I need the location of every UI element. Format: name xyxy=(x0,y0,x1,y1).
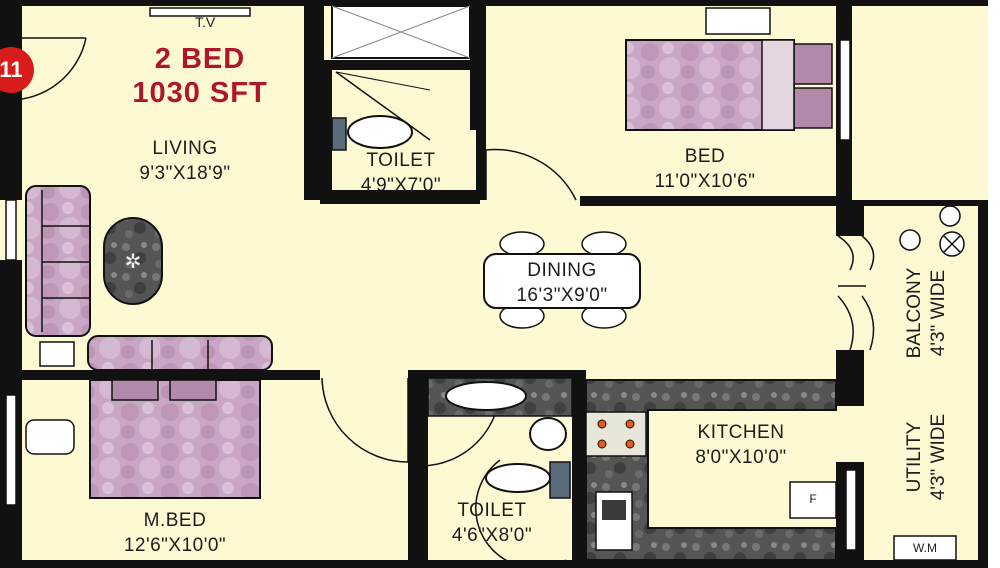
fridge xyxy=(789,481,837,519)
bed-chair xyxy=(705,7,771,35)
room-master-bed-name: M.BED xyxy=(143,510,207,531)
room-kitchen-name: KITCHEN xyxy=(697,422,785,443)
room-kitchen-size: 8'0"X10'0" xyxy=(695,447,787,468)
room-living: LIVING 9'3"X18'9" xyxy=(110,136,260,186)
room-balcony-name: BALCONY xyxy=(904,267,925,359)
fridge-label: F xyxy=(809,492,817,506)
room-dining-size: 16'3"X9'0" xyxy=(516,285,608,306)
side-table xyxy=(39,341,75,367)
room-balcony: BALCONY 4'3" WIDE xyxy=(903,243,953,383)
room-kitchen: KITCHEN 8'0"X10'0" xyxy=(666,420,816,470)
plan-title-area: 1030 SFT xyxy=(132,77,268,109)
room-toilet-bottom-size: 4'6"X8'0" xyxy=(451,525,533,546)
plan-title-beds: 2 BED xyxy=(154,43,246,75)
dining-table xyxy=(483,253,641,309)
room-utility-size: 4'3" WIDE xyxy=(928,413,949,501)
room-living-size: 9'3"X18'9" xyxy=(139,163,231,184)
room-toilet-bottom-name: TOILET xyxy=(457,500,527,521)
sofa-bottom xyxy=(87,335,273,371)
unit-number-badge: 11 xyxy=(0,47,34,93)
room-bed: BED 11'0"X10'6" xyxy=(620,144,790,194)
bathtub xyxy=(445,381,527,411)
toilet-tank xyxy=(331,117,347,151)
room-toilet-top-size: 4'9"X7'0" xyxy=(360,175,442,196)
room-bed-size: 11'0"X10'6" xyxy=(654,171,756,192)
room-toilet-bottom: TOILET 4'6"X8'0" xyxy=(430,498,554,548)
room-dining: DINING 16'3"X9'0" xyxy=(482,258,642,308)
coffee-table xyxy=(103,217,163,305)
sofa-left xyxy=(25,185,91,337)
room-toilet-top-name: TOILET xyxy=(366,150,436,171)
room-toilet-top: TOILET 4'9"X7'0" xyxy=(340,148,462,198)
balcony-folding-door xyxy=(837,235,875,351)
master-bed-chair xyxy=(25,419,75,455)
wash-basin xyxy=(529,417,567,451)
tv-label: T.V xyxy=(195,14,216,30)
tv-unit xyxy=(149,7,251,17)
svg-text:✲: ✲ xyxy=(125,249,142,273)
room-utility: UTILITY 4'3" WIDE xyxy=(903,395,953,519)
room-living-name: LIVING xyxy=(152,138,218,159)
plan-title: 2 BED 1030 SFT xyxy=(90,42,310,110)
room-bed-name: BED xyxy=(684,146,726,167)
stove xyxy=(585,411,647,457)
toilet-tank-bottom xyxy=(549,461,571,499)
room-master-bed-size: 12'6"X10'0" xyxy=(123,535,227,556)
room-utility-name: UTILITY xyxy=(904,421,925,493)
washing-machine-label: W.M xyxy=(913,541,937,555)
washing-machine xyxy=(893,535,957,561)
room-dining-name: DINING xyxy=(527,260,597,281)
toilet-bowl-bottom xyxy=(485,463,551,493)
toilet-bowl xyxy=(347,115,413,149)
room-balcony-size: 4'3" WIDE xyxy=(928,269,949,357)
dining-set xyxy=(483,231,641,329)
room-master-bed: M.BED 12'6"X10'0" xyxy=(90,508,260,558)
